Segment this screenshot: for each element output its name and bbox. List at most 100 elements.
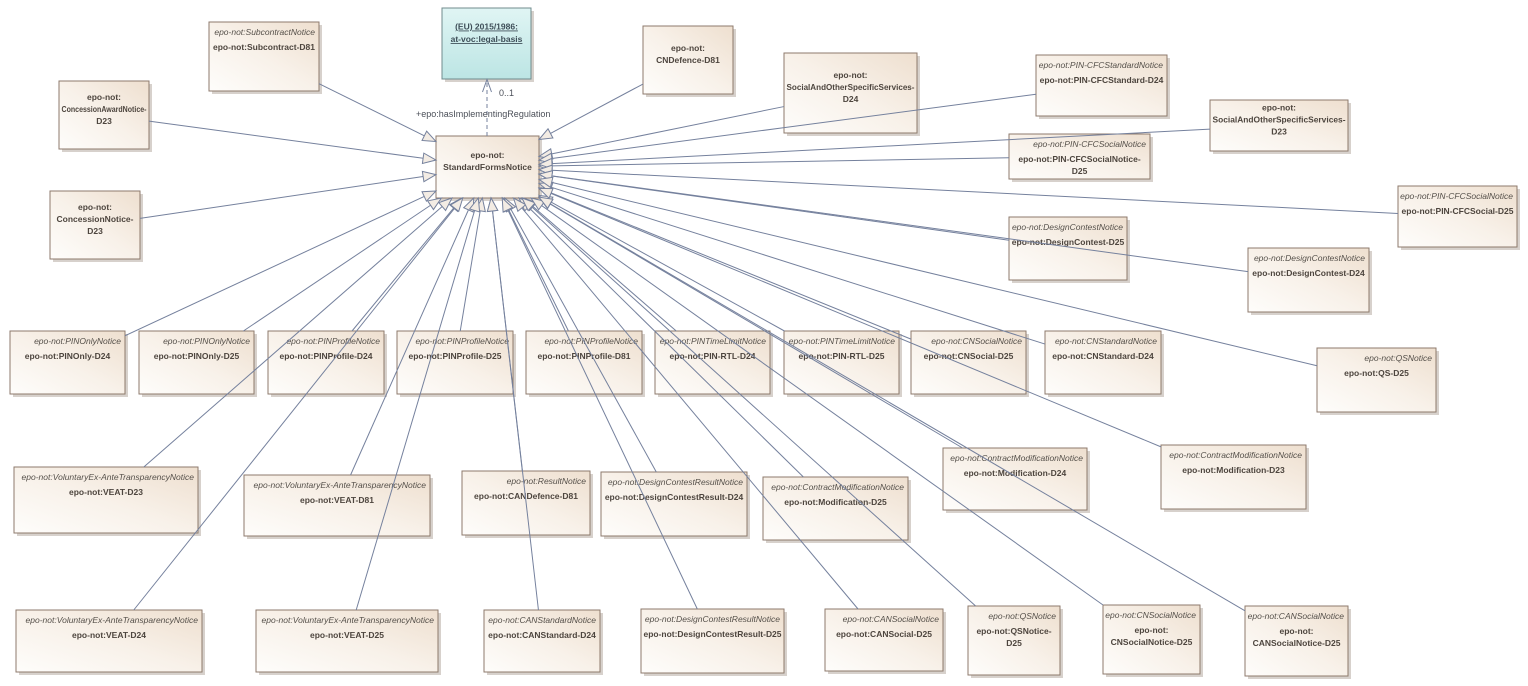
node-can-social-notice-d25[interactable]: epo-not:CANSocialNoticeepo-not:CANSocial… <box>1244 605 1351 679</box>
node-box[interactable] <box>9 330 126 395</box>
node-design-contest-d25[interactable]: epo-not:DesignContestNoticeepo-not:Desig… <box>1008 216 1130 283</box>
node-box[interactable] <box>1035 54 1168 117</box>
node-social-and-other-specific-services-d23[interactable]: epo-not:SocialAndOtherSpecificServices-D… <box>1209 99 1351 154</box>
node-cn-social-d25[interactable]: epo-not:CNSocialNoticeepo-not:CNSocial-D… <box>910 330 1029 397</box>
node-pin-cfc-social-notice-d25[interactable]: epo-not:PIN-CFCSocialNoticeepo-not:PIN-C… <box>1008 133 1153 182</box>
node-box[interactable] <box>208 21 320 92</box>
node-box[interactable] <box>783 330 900 395</box>
node-box[interactable] <box>1102 604 1201 675</box>
node-box[interactable] <box>441 7 532 80</box>
node-pin-cfc-social-d25[interactable]: epo-not:PIN-CFCSocialNoticeepo-not:PIN-C… <box>1397 185 1520 250</box>
node-box[interactable] <box>1247 247 1370 313</box>
generalization-edge-cn-standard-d24[interactable] <box>537 181 1046 345</box>
node-box[interactable] <box>654 330 771 395</box>
node-concession-notice-d23[interactable]: epo-not:ConcessionNotice-D23 <box>49 190 143 262</box>
node-can-social-d25[interactable]: epo-not:CANSocialNoticeepo-not:CANSocial… <box>824 608 946 674</box>
node-box[interactable] <box>1209 99 1349 152</box>
node-box[interactable] <box>15 609 203 673</box>
association-has-implementing-regulation[interactable]: 0..1+epo:hasImplementingRegulation <box>416 78 550 137</box>
generalization-edge-pin-profile-d24[interactable] <box>351 196 463 332</box>
node-box[interactable] <box>824 608 944 672</box>
generalization-edge-design-contest-result-d25[interactable] <box>501 196 698 610</box>
node-cn-defence-d81[interactable]: epo-not:CNDefence-D81 <box>642 25 736 97</box>
node-veat-d81[interactable]: epo-not:VoluntaryEx-AnteTransparencyNoti… <box>243 474 433 539</box>
node-box[interactable] <box>483 609 601 673</box>
generalization-edge-veat-d23[interactable] <box>143 197 453 468</box>
node-can-defence-d81[interactable]: epo-not:ResultNoticeepo-not:CANDefence-D… <box>461 470 593 538</box>
node-veat-d23[interactable]: epo-not:VoluntaryEx-AnteTransparencyNoti… <box>13 466 201 536</box>
generalization-edge-pin-only-d24[interactable] <box>124 190 438 337</box>
node-pin-rtl-d25[interactable]: epo-not:PINTimeLimitNoticeepo-not:PIN-RT… <box>783 330 902 397</box>
node-veat-d24[interactable]: epo-not:VoluntaryEx-AnteTransparencyNoti… <box>15 609 205 675</box>
node-box[interactable] <box>58 80 150 150</box>
node-box[interactable] <box>910 330 1027 395</box>
node-box[interactable] <box>396 330 514 395</box>
node-modification-d23[interactable]: epo-not:ContractModificationNoticeepo-no… <box>1160 444 1309 512</box>
node-box[interactable] <box>942 447 1088 511</box>
node-box[interactable] <box>1008 133 1151 180</box>
generalization-edge-qs-d25[interactable] <box>537 176 1318 367</box>
node-pin-profile-d81[interactable]: epo-not:PINProfileNoticeepo-not:PINProfi… <box>525 330 645 397</box>
generalization-edge-cn-social-notice-d25[interactable] <box>529 197 1104 606</box>
node-design-contest-d24[interactable]: epo-not:DesignContestNoticeepo-not:Desig… <box>1247 247 1372 315</box>
node-cn-social-notice-d25[interactable]: epo-not:CNSocialNoticeepo-not:CNSocialNo… <box>1102 604 1203 677</box>
node-pin-profile-d25[interactable]: epo-not:PINProfileNoticeepo-not:PINProfi… <box>396 330 516 397</box>
generalization-edge-qs-notice-d25[interactable] <box>520 197 976 607</box>
node-pin-profile-d24[interactable]: epo-not:PINProfileNoticeepo-not:PINProfi… <box>267 330 387 397</box>
generalization-edge-concession-award-notice-d23[interactable] <box>148 120 438 165</box>
node-box[interactable] <box>762 476 909 541</box>
node-design-contest-result-d25[interactable]: epo-not:DesignContestResultNoticeepo-not… <box>640 608 787 676</box>
node-veat-d25[interactable]: epo-not:VoluntaryEx-AnteTransparencyNoti… <box>255 609 441 675</box>
node-box[interactable] <box>1316 347 1437 413</box>
node-box[interactable] <box>435 135 540 199</box>
node-modification-d25[interactable]: epo-not:ContractModificationNoticeepo-no… <box>762 476 911 543</box>
node-box[interactable] <box>967 605 1061 676</box>
node-pin-cfc-standard-d24[interactable]: epo-not:PIN-CFCStandardNoticeepo-not:PIN… <box>1035 54 1170 119</box>
node-box[interactable] <box>1397 185 1518 248</box>
node-box[interactable] <box>1044 330 1162 395</box>
node-social-and-other-specific-services-d24[interactable]: epo-not:SocialAndOtherSpecificServices-D… <box>783 52 920 136</box>
node-modification-d24[interactable]: epo-not:ContractModificationNoticeepo-no… <box>942 447 1090 513</box>
node-cn-standard-d24[interactable]: epo-not:CNStandardNoticeepo-not:CNStanda… <box>1044 330 1164 397</box>
node-name-line: ConcessionAwardNotice- <box>62 104 147 114</box>
node-name-line: epo-not:VEAT-D23 <box>69 487 143 497</box>
node-concession-award-notice-d23[interactable]: epo-not:ConcessionAwardNotice-D23 <box>58 80 152 152</box>
node-can-standard-d24[interactable]: epo-not:CANStandardNoticeepo-not:CANStan… <box>483 609 603 675</box>
node-box[interactable] <box>13 466 199 534</box>
node-box[interactable] <box>243 474 431 537</box>
generalization-edge-pin-cfc-social-d25[interactable] <box>537 164 1399 214</box>
generalization-edge-subcontract-d81[interactable] <box>318 83 438 143</box>
generalization-edge-pin-cfc-social-notice-d25[interactable] <box>537 157 1010 172</box>
node-box[interactable] <box>640 608 785 674</box>
generalization-edge-design-contest-d24[interactable] <box>537 170 1249 273</box>
node-box[interactable] <box>642 25 734 95</box>
node-box[interactable] <box>49 190 141 260</box>
generalization-edge-modification-d23[interactable] <box>537 187 1162 448</box>
node-box[interactable] <box>1160 444 1307 510</box>
node-pin-rtl-d24[interactable]: epo-not:PINTimeLimitNoticeepo-not:PIN-RT… <box>654 330 773 397</box>
generalization-edge-concession-notice-d23[interactable] <box>139 170 438 219</box>
generalization-edge-cn-defence-d81[interactable] <box>537 83 644 141</box>
node-design-contest-result-d24[interactable]: epo-not:DesignContestResultNoticeepo-not… <box>600 471 750 539</box>
node-box[interactable] <box>138 330 255 395</box>
generalization-edge-pin-rtl-d25[interactable] <box>537 194 785 332</box>
generalization-edge-pin-only-d25[interactable] <box>243 197 443 332</box>
generalization-edge-veat-d25[interactable] <box>355 196 481 611</box>
generalization-edge-veat-d24[interactable] <box>133 196 464 611</box>
node-legal-basis[interactable]: (EU) 2015/1986:at-voc:legal-basis <box>441 7 534 82</box>
generalization-edge-can-social-d25[interactable] <box>512 196 859 610</box>
generalization-edge-can-standard-d24[interactable] <box>486 196 539 611</box>
node-subcontract-d81[interactable]: epo-not:SubcontractNoticeepo-not:Subcont… <box>208 21 322 94</box>
node-box[interactable] <box>600 471 748 537</box>
node-box[interactable] <box>1244 605 1349 677</box>
node-box[interactable] <box>783 52 918 134</box>
node-box[interactable] <box>1008 216 1128 281</box>
node-standard-forms-notice[interactable]: epo-not:StandardFormsNotice <box>435 135 542 201</box>
generalization-arrowhead-icon <box>529 197 546 211</box>
generalization-edge-can-social-notice-d25[interactable] <box>537 196 1246 612</box>
node-box[interactable] <box>255 609 439 673</box>
